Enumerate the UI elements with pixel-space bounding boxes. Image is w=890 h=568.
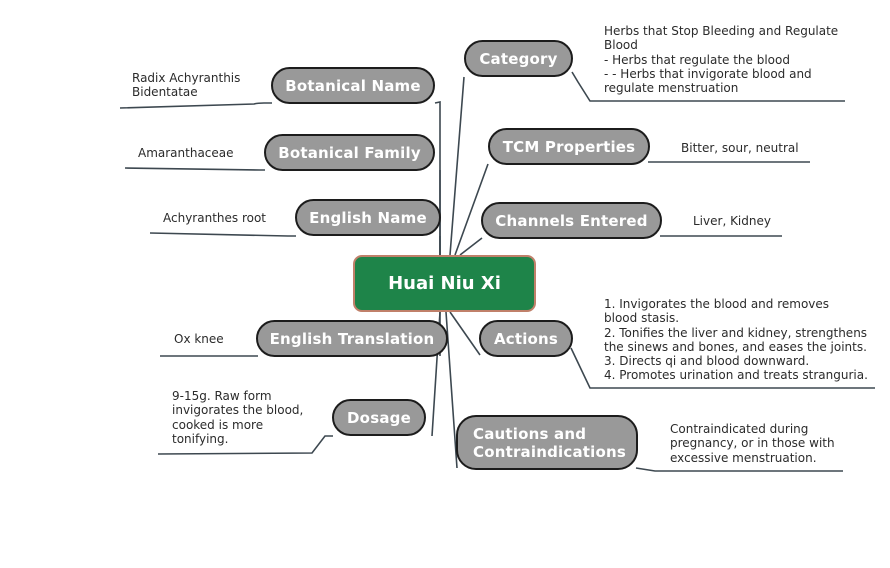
note-botanical-family: Amaranthaceae <box>138 146 234 160</box>
note-cautions-contraindications: Contraindicated during pregnancy, or in … <box>670 422 835 465</box>
note-english-name: Achyranthes root <box>163 211 267 225</box>
node-dosage[interactable]: Dosage <box>332 399 426 436</box>
central-topic[interactable]: Huai Niu Xi <box>353 255 536 312</box>
note-actions: 1. Invigorates the blood and removes blo… <box>604 297 868 383</box>
link-tcm-properties <box>454 161 810 256</box>
node-channels-entered[interactable]: Channels Entered <box>481 202 662 239</box>
note-category: Herbs that Stop Bleeding and Regulate Bl… <box>604 24 839 96</box>
node-english-name[interactable]: English Name <box>295 199 441 236</box>
link-channels-entered <box>459 235 782 256</box>
link-english-name <box>149 232 441 255</box>
node-botanical-family[interactable]: Botanical Family <box>264 134 435 171</box>
node-tcm-properties[interactable]: TCM Properties <box>488 128 650 165</box>
node-category[interactable]: Category <box>464 40 573 77</box>
note-tcm-properties: Bitter, sour, neutral <box>681 141 799 155</box>
node-actions[interactable]: Actions <box>479 320 573 357</box>
node-cautions-contraindications[interactable]: Cautions and Contraindications <box>456 415 638 470</box>
note-channels-entered: Liver, Kidney <box>693 214 771 228</box>
link-category <box>449 71 845 256</box>
node-botanical-name[interactable]: Botanical Name <box>271 67 435 104</box>
note-botanical-name: Radix Achyranthis Bidentatae <box>132 71 241 100</box>
note-dosage: 9-15g. Raw form invigorates the blood, c… <box>172 389 304 446</box>
note-english-translation: Ox knee <box>174 332 224 346</box>
node-english-translation[interactable]: English Translation <box>256 320 448 357</box>
link-actions <box>449 311 875 389</box>
